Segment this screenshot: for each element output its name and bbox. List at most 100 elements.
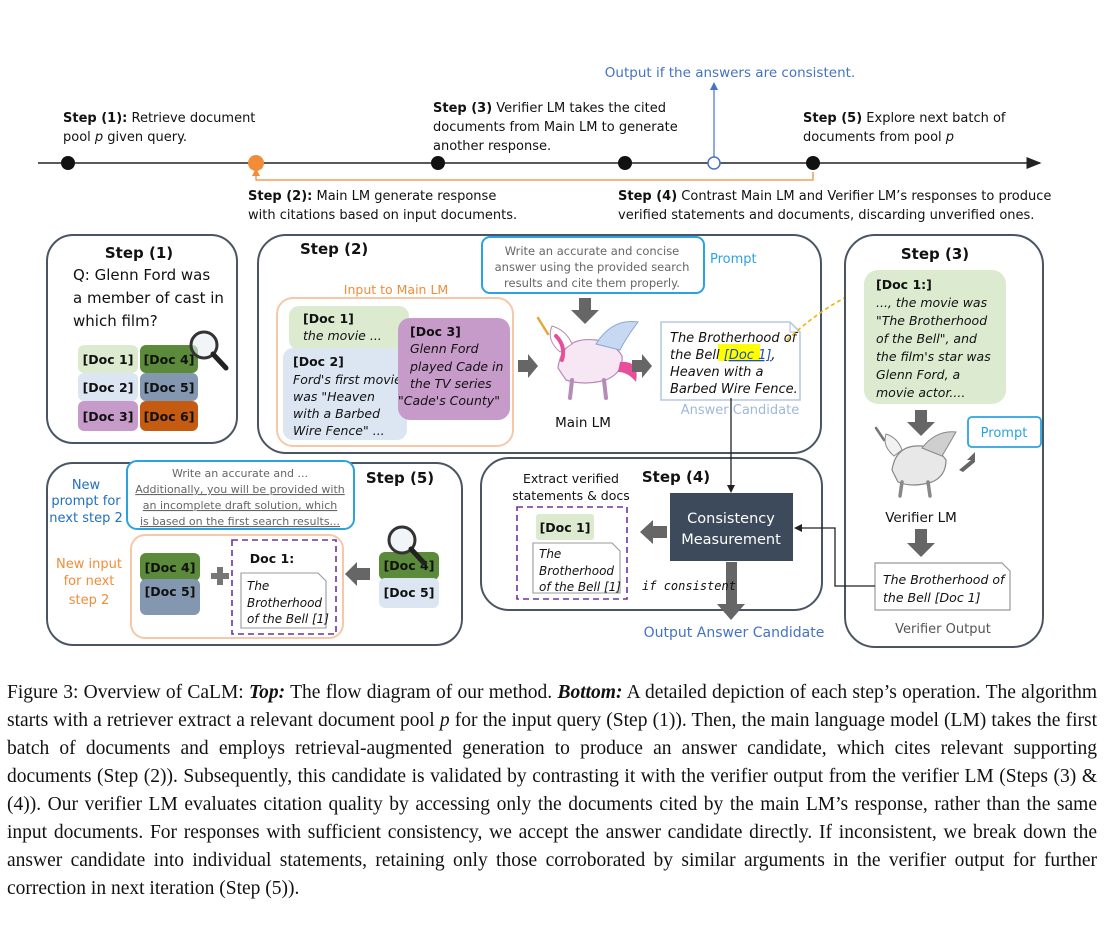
figure-label: Figure 3: Overview of CaLM: <box>7 682 250 703</box>
plus-icon <box>211 567 229 585</box>
caption-top-text: The flow diagram of our method. <box>285 682 558 703</box>
doc-label: [Doc 1] <box>83 352 134 367</box>
timeline-step2-label: Step (2): Main LM generate response <box>248 189 496 204</box>
new-prompt-box <box>126 460 355 530</box>
magnifier-icon <box>387 525 427 566</box>
question-line: Q: Glenn Ford was <box>73 266 210 284</box>
timeline-step3-label: Step (3) Verifier LM takes the cited <box>433 101 666 116</box>
card-fold-icon <box>789 322 800 333</box>
verifier-doc-line: the film's star was <box>876 349 991 364</box>
verifier-output-card <box>874 562 1011 611</box>
timeline-step1-label-line2: pool p given query. <box>63 130 187 145</box>
timeline-node-step4 <box>618 156 632 170</box>
verifier-lm-label: Verifier LM <box>885 510 957 526</box>
doc-tile <box>140 579 200 615</box>
arrow-down-icon <box>717 562 745 620</box>
input-doc2 <box>283 348 407 440</box>
doc-label: [Doc 6] <box>144 409 195 424</box>
caption-bottom-label: Bottom: <box>557 682 623 703</box>
panel-step3-title: Step (3) <box>901 245 969 263</box>
main-prompt-box <box>481 236 705 294</box>
verifier-output-label: Verifier Output <box>895 622 991 637</box>
panel-step2: Step (2) Input to Main LM [Doc 1] the mo… <box>257 234 873 454</box>
arrow-down-icon <box>571 298 599 324</box>
doc-label: [Doc 5] <box>384 585 435 600</box>
loop-back-arrowhead <box>252 168 260 176</box>
input-doc2-title: [Doc 2] <box>293 354 344 369</box>
verified-doc-tile <box>536 514 594 540</box>
arrow-left-icon <box>640 520 667 544</box>
timeline-step5-label-line2: documents from pool p <box>803 130 954 145</box>
doc-tile <box>78 373 138 401</box>
verifier-doc-title: [Doc 1:] <box>876 277 932 292</box>
input-doc3-line: Glenn Ford <box>410 341 479 356</box>
verifier-doc-line: "The Brotherhood <box>876 313 987 328</box>
input-doc1-text: the movie ... <box>303 328 382 343</box>
doc-tile <box>140 553 200 581</box>
question-line: a member of cast in <box>73 289 224 307</box>
main-lm-label: Main LM <box>555 415 611 431</box>
input-doc3-line: "Cade's County" <box>398 393 500 408</box>
timeline-step5-label: Step (5) Explore next batch of <box>803 111 1006 126</box>
doc-label: [Doc 5] <box>144 380 195 395</box>
draft-statement-line: Brotherhood <box>247 596 322 610</box>
extract-label-line: Extract verified <box>523 471 619 486</box>
verifier-output-line: The Brotherhood of <box>883 572 1006 587</box>
main-prompt-line: results and cite them properly. <box>504 276 680 290</box>
consistency-label-line: Measurement <box>681 532 781 548</box>
timeline-step4-label-line2: verified statements and documents, disca… <box>618 208 1034 223</box>
new-prompt-label-line: New <box>72 478 101 493</box>
new-prompt-line: Write an accurate and ... <box>172 467 308 480</box>
verifier-doc-card <box>864 270 1006 404</box>
verifier-output-line: the Bell [Doc 1] <box>883 590 981 605</box>
new-prompt-line: Additionally, you will be provided with <box>135 483 345 496</box>
timeline-step3-label-line2: documents from Main LM to generate <box>433 120 678 135</box>
input-doc1 <box>289 306 409 350</box>
output-answer-candidate-label: Output Answer Candidate <box>644 625 825 641</box>
verifier-doc-line: of the Bell", and <box>876 331 977 346</box>
answer-line: Barbed Wire Fence. <box>670 382 798 397</box>
new-prompt-label-line: prompt for <box>51 494 121 509</box>
if-consistent-label: if consistent <box>642 579 736 593</box>
timeline-node-step2 <box>248 155 264 171</box>
verifier-doc-line: Glenn Ford, a <box>876 367 960 382</box>
answer-candidate-label: Answer Candidate <box>681 403 799 418</box>
doc-label: [Doc 3] <box>83 409 134 424</box>
consistency-measurement-box <box>670 493 793 561</box>
arrow-right-icon <box>632 354 652 378</box>
panel-step5: Step (5) New prompt for next step 2 Writ… <box>46 460 463 646</box>
timeline-node-step5 <box>806 156 820 170</box>
timeline-step1-label: Step (1): Retrieve document <box>63 111 255 126</box>
doc-label: [Doc 2] <box>83 380 134 395</box>
verified-doc-label: [Doc 1] <box>540 520 591 535</box>
question-line: which film? <box>73 312 158 330</box>
doc-label: [Doc 5] <box>145 584 196 599</box>
new-prompt-label-line: next step 2 <box>49 511 122 526</box>
extract-label-line: statements & docs <box>512 488 630 503</box>
doc-label: [Doc 4] <box>144 352 195 367</box>
verified-statement-card <box>532 542 621 594</box>
input-doc2-line: Wire Fence" ... <box>293 423 385 438</box>
magnifier-icon <box>189 330 229 371</box>
panel-step1: Step (1) Q: Glenn Ford was a member of c… <box>46 234 238 444</box>
figure-caption: Figure 3: Overview of CaLM: Top: The flo… <box>7 679 1097 903</box>
verified-statement-line: The <box>539 547 561 561</box>
caption-top-label: Top: <box>249 682 286 703</box>
doc-tile <box>140 401 198 431</box>
doc-tile <box>78 401 138 431</box>
new-prompt-line: an incomplete draft solution, which <box>143 499 337 512</box>
panel-step1-title: Step (1) <box>105 244 173 262</box>
main-prompt-line: Write an accurate and concise <box>505 244 680 258</box>
answer-line: the Bell [Doc 1], <box>670 348 776 363</box>
timeline-step4-label: Step (4) Contrast Main LM and Verifier L… <box>618 189 1051 204</box>
timeline: Output if the answers are consistent. St… <box>38 65 1051 223</box>
input-main-lm-label: Input to Main LM <box>344 282 448 297</box>
timeline-step3-label-line3: another response. <box>433 139 551 154</box>
verified-statement-line: Brotherhood <box>539 564 614 578</box>
timeline-node-step3 <box>431 156 445 170</box>
consistent-output-label: Output if the answers are consistent. <box>605 65 855 81</box>
verifier-doc-line: movie actor.... <box>876 385 965 400</box>
timeline-node-output <box>707 156 721 170</box>
new-prompt-line: is based on the first search results... <box>140 515 340 528</box>
panel-step4-title: Step (4) <box>642 468 710 486</box>
